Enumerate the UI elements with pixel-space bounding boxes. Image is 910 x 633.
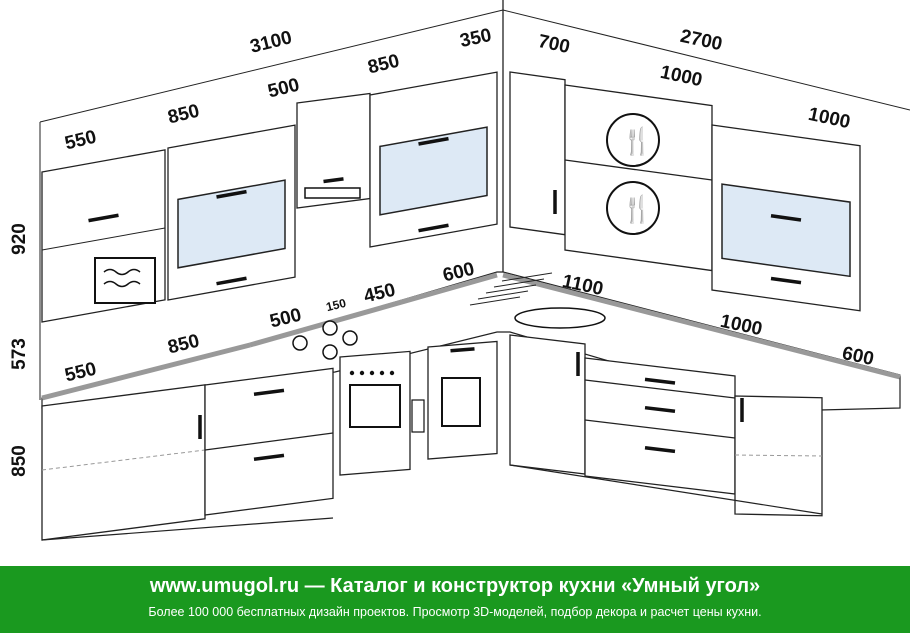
stove-knob-icon (369, 370, 375, 376)
countertop-back-edge-far-left (41, 342, 251, 401)
dashed-line (41, 449, 206, 471)
plinth-line (509, 464, 823, 515)
oven-door-icon (349, 384, 401, 428)
fork-knife-icon: 🍴 (621, 194, 653, 225)
drainboard-line (501, 272, 553, 282)
dim-height-gap: 573 (8, 338, 30, 370)
handle (644, 405, 676, 414)
stove-knob-icon (359, 370, 365, 376)
handle (644, 377, 676, 385)
countertop-back-edge-right (502, 272, 901, 380)
plate-icon (606, 181, 660, 235)
dishwasher-icon (441, 377, 481, 427)
drainboard-line (493, 278, 545, 288)
shelf-line (41, 227, 166, 251)
handle (450, 347, 475, 353)
dashed-line (734, 454, 823, 457)
drawer-split (584, 419, 736, 439)
handle (770, 214, 802, 222)
upper-cabinet-plates (564, 84, 713, 272)
handle (253, 388, 285, 396)
footer-subtitle: Более 100 000 бесплатных дизайн проектов… (148, 605, 762, 619)
drainboard-line (485, 284, 537, 294)
dim-height-base: 850 (8, 445, 30, 477)
burner-icon (292, 335, 308, 351)
fork-knife-icon: 🍴 (621, 126, 653, 157)
shelf-line (564, 159, 713, 181)
glass-panel (379, 126, 488, 216)
handle (216, 189, 247, 199)
handle (253, 453, 285, 461)
base-cabinet-sink (509, 334, 586, 475)
stove-knob-icon (379, 370, 385, 376)
burner-icon (342, 330, 358, 346)
handle (323, 177, 344, 184)
dim-height-upper: 920 (8, 223, 30, 255)
sink-icon (514, 307, 606, 329)
countertop-back-edge-left (249, 272, 498, 348)
drainboard-line (469, 296, 521, 306)
base-cabinet-550 (41, 384, 206, 541)
footer-banner: www.umugol.ru — Каталог и конструктор ку… (0, 566, 910, 633)
bottle-icon (411, 399, 425, 433)
microwave-icon (94, 257, 156, 304)
handle (88, 213, 119, 223)
stove-knob-icon (389, 370, 395, 376)
range-hood-icon (304, 187, 361, 199)
burner-icon (322, 344, 338, 360)
drainboard-line (477, 290, 529, 300)
microwave-waves (103, 268, 141, 288)
handle (770, 276, 802, 285)
handle (644, 446, 676, 454)
plate-icon (606, 113, 660, 167)
right-wall-top-line (502, 9, 910, 111)
base-cabinet-drawers-right (584, 357, 736, 495)
kitchen-drawing: 🍴🍴 (39, 0, 910, 541)
drawer-split (584, 379, 736, 399)
handle (216, 276, 247, 286)
handle (418, 136, 449, 146)
plinth-line (41, 517, 334, 541)
stove-knob-icon (349, 370, 355, 376)
burner-icon (322, 320, 338, 336)
footer-title[interactable]: www.umugol.ru — Каталог и конструктор ку… (149, 575, 761, 597)
drawer-split (204, 432, 334, 451)
left-wall-top-line (39, 9, 504, 123)
glass-panel (721, 183, 851, 278)
glass-panel (177, 179, 286, 269)
handle (418, 223, 449, 233)
